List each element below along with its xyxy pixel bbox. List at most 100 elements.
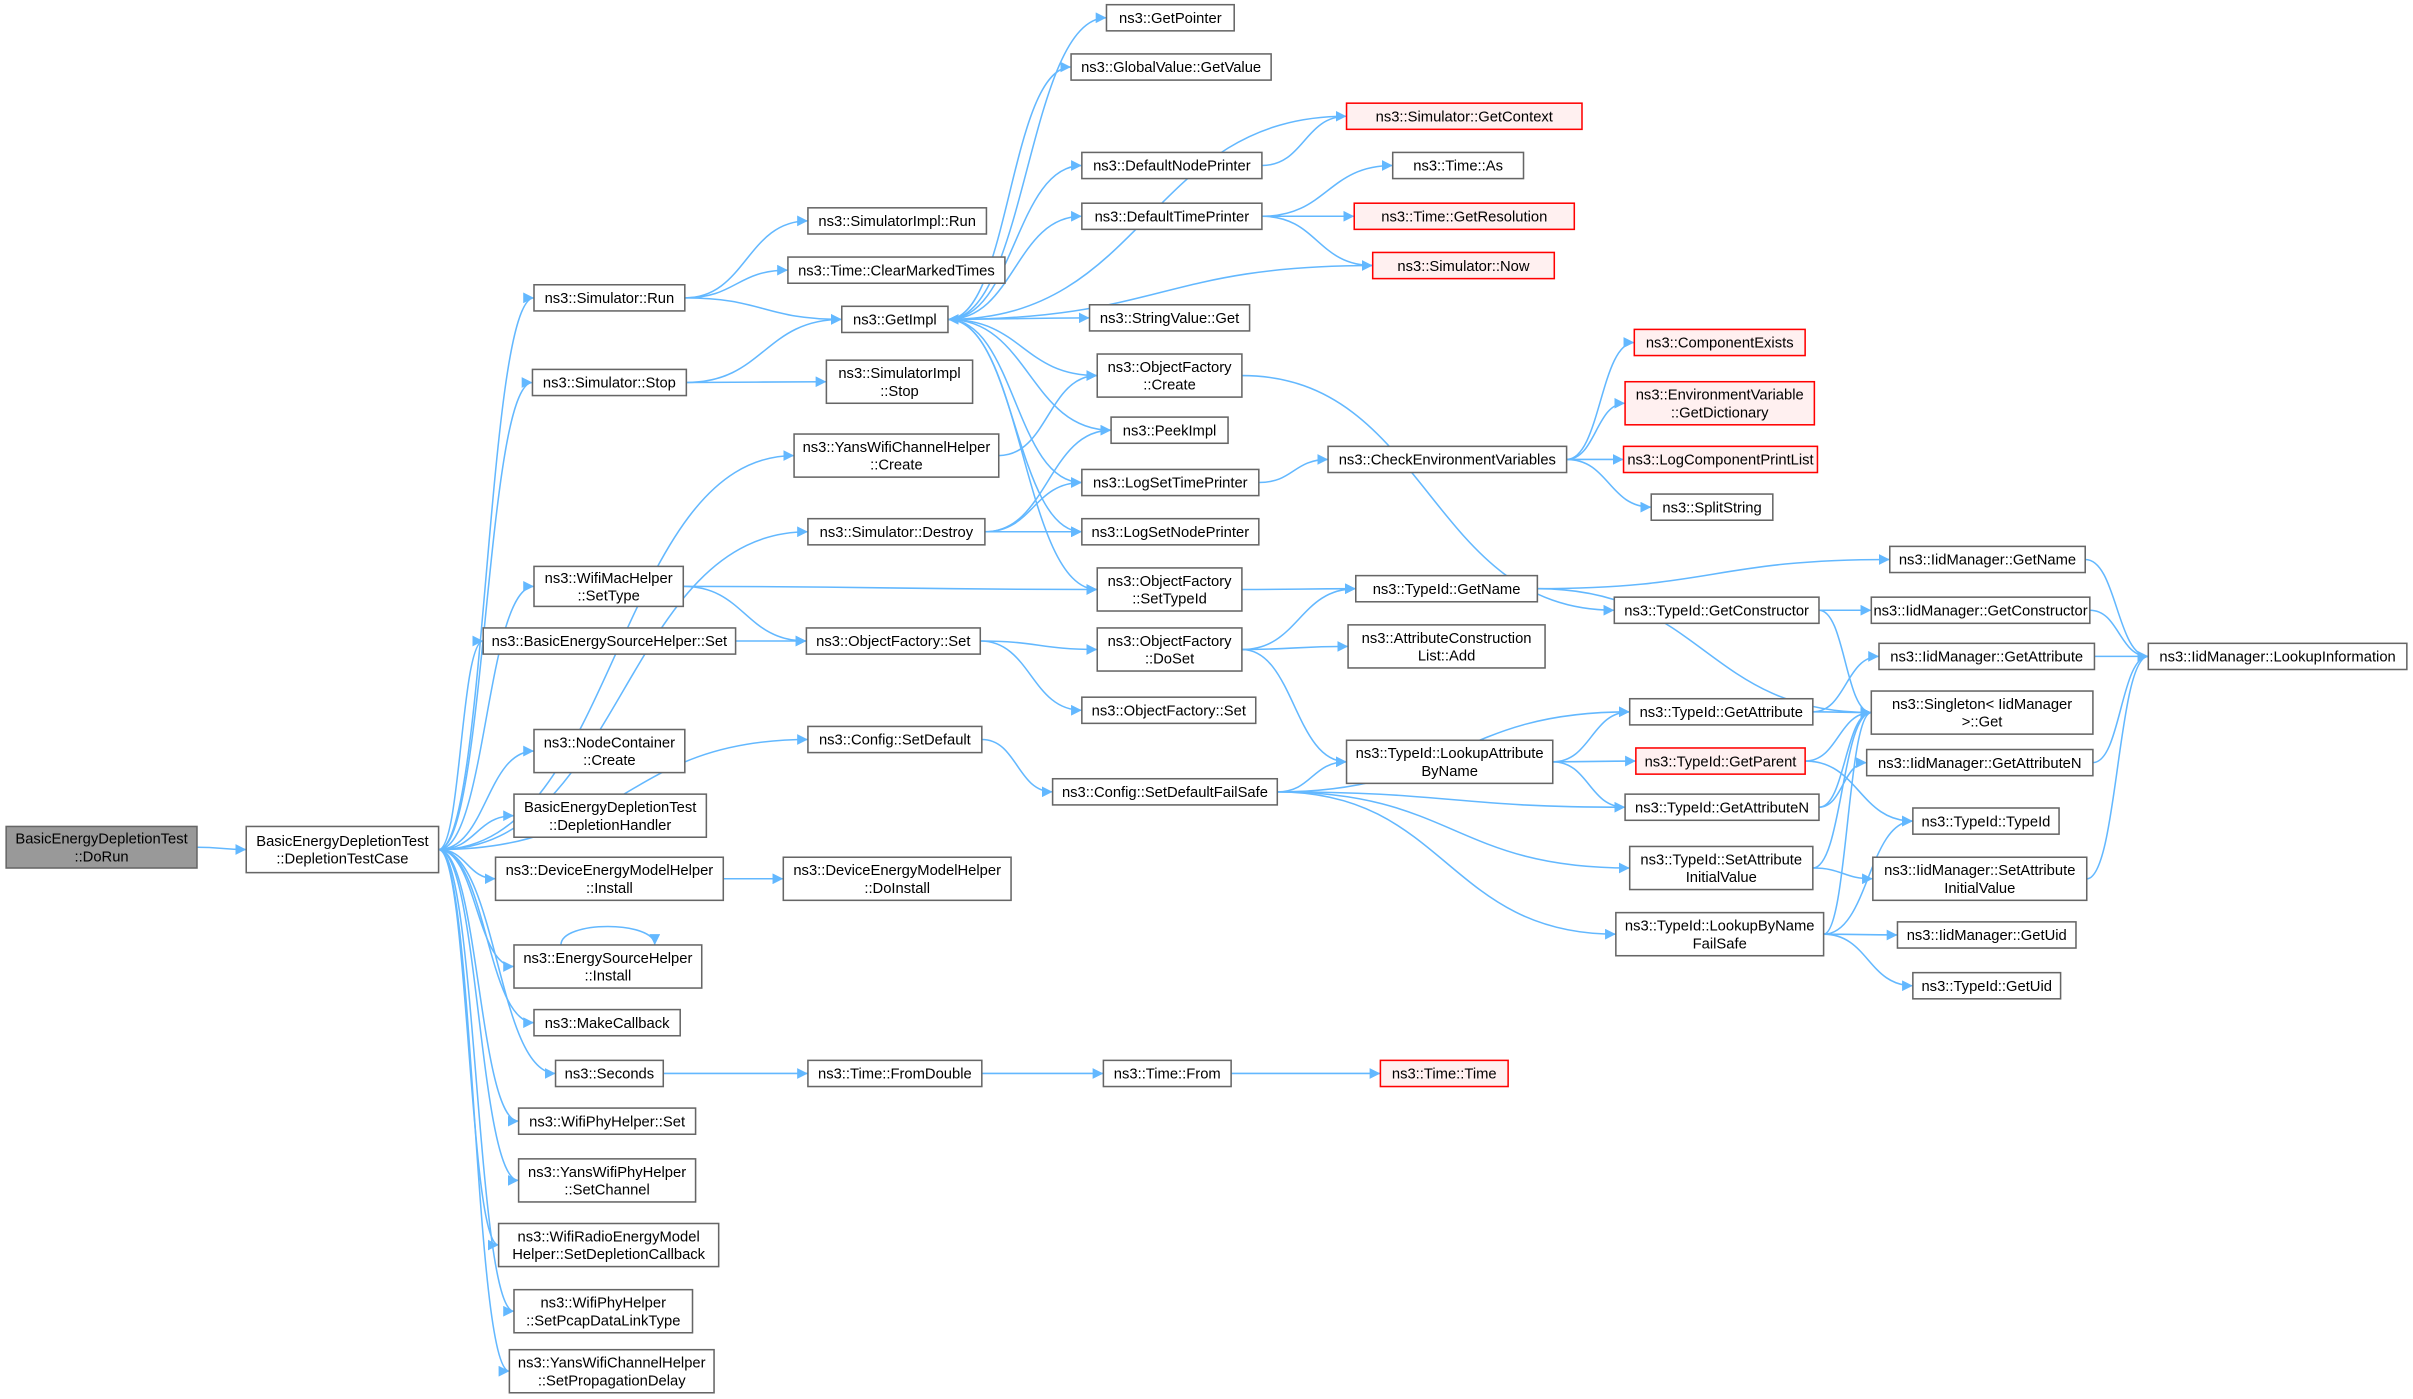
node-iid-get-uid[interactable]: ns3::IidManager::GetUid	[1896, 921, 2077, 949]
node-sim-stop[interactable]: ns3::Simulator::Stop	[531, 368, 688, 397]
node-check-env[interactable]: ns3::CheckEnvironmentVariables	[1327, 445, 1568, 474]
node-default-node-printer[interactable]: ns3::DefaultNodePrinter	[1081, 151, 1263, 180]
node-type-id-get-name[interactable]: ns3::TypeId::GetName	[1355, 574, 1539, 603]
node-label: ns3::IidManager::SetAttribute	[1884, 863, 2075, 879]
node-dtc[interactable]: BasicEnergyDepletionTest::DepletionTestC…	[245, 825, 440, 874]
node-sim-run[interactable]: ns3::Simulator::Run	[533, 283, 686, 312]
call-edge-ofcreate-to-type-id-get-constructor	[1241, 374, 1615, 616]
node-from-double[interactable]: ns3::Time::FromDouble	[807, 1059, 983, 1088]
node-type-id-get-constructor[interactable]: ns3::TypeId::GetConstructor	[1613, 596, 1820, 625]
node-gvget-value[interactable]: ns3::GlobalValue::GetValue	[1070, 53, 1272, 81]
node-box	[1081, 202, 1263, 231]
node-lookup-information[interactable]: ns3::IidManager::LookupInformation	[2147, 642, 2408, 671]
node-box	[1070, 53, 1272, 81]
node-log-set-node-printer[interactable]: ns3::LogSetNodePrinter	[1081, 517, 1260, 546]
node-sim-destroy[interactable]: ns3::Simulator::Destroy	[807, 517, 986, 546]
node-get-dictionary[interactable]: ns3::EnvironmentVariable::GetDictionary	[1624, 380, 1816, 426]
node-set-prop-delay[interactable]: ns3::YansWifiChannelHelper::SetPropagati…	[508, 1348, 715, 1394]
node-box	[1865, 748, 2094, 777]
node-get-pointer[interactable]: ns3::GetPointer	[1105, 3, 1235, 32]
node-ofset[interactable]: ns3::ObjectFactory::Set	[805, 627, 982, 655]
node-time-time[interactable]: ns3::Time::Time	[1379, 1059, 1509, 1088]
node-sim-now[interactable]: ns3::Simulator::Now	[1371, 251, 1556, 280]
node-get-resolution[interactable]: ns3::Time::GetResolution	[1353, 202, 1576, 231]
node-sim-impl-stop[interactable]: ns3::SimulatorImpl::Stop	[825, 359, 974, 405]
node-type-id-get-uid[interactable]: ns3::TypeId::GetUid	[1912, 971, 2062, 1000]
node-box	[807, 725, 983, 754]
node-node-container-create[interactable]: ns3::NodeContainer::Create	[533, 728, 686, 774]
node-do-run[interactable]: BasicEnergyDepletionTest::DoRun	[5, 825, 198, 869]
node-eshinstall[interactable]: ns3::EnergySourceHelper::Install	[513, 944, 703, 989]
node-component-exists[interactable]: ns3::ComponentExists	[1633, 328, 1806, 357]
node-depletion-handler[interactable]: BasicEnergyDepletionTest::DepletionHandl…	[513, 793, 708, 839]
node-get-parent[interactable]: ns3::TypeId::GetParent	[1635, 747, 1806, 775]
node-label: ns3::DefaultTimePrinter	[1095, 210, 1250, 226]
nodes-layer: BasicEnergyDepletionTest::DoRun BasicEner…	[5, 3, 2408, 1394]
node-get-impl[interactable]: ns3::GetImpl	[841, 305, 949, 334]
node-set-pcap[interactable]: ns3::WifiPhyHelper::SetPcapDataLinkType	[513, 1288, 694, 1334]
node-iid-set-attr-init-val[interactable]: ns3::IidManager::SetAttributeInitialValu…	[1872, 856, 2088, 902]
node-log-component-print-list[interactable]: ns3::LogComponentPrintList	[1622, 445, 1819, 474]
node-yans-set-channel[interactable]: ns3::YansWifiPhyHelper::SetChannel	[517, 1158, 697, 1203]
call-edge-iid-set-attr-init-val-to-lookup-information	[2086, 651, 2149, 880]
node-time-from[interactable]: ns3::Time::From	[1102, 1059, 1232, 1088]
call-edge-default-node-printer-to-get-context	[1261, 110, 1347, 167]
node-ofcreate[interactable]: ns3::ObjectFactory::Create	[1096, 353, 1243, 398]
call-edge-sim-run-to-clear-marked-times	[684, 264, 788, 299]
node-clear-marked-times[interactable]: ns3::Time::ClearMarkedTimes	[787, 256, 1006, 284]
node-wifi-mac-set-type[interactable]: ns3::WifiMacHelper::SetType	[533, 565, 685, 608]
node-do-install[interactable]: ns3::DeviceEnergyModelHelper::DoInstall	[782, 856, 1012, 902]
node-set-default-fail-safe[interactable]: ns3::Config::SetDefaultFailSafe	[1051, 777, 1279, 806]
call-edge-dtc-to-sim-run	[438, 292, 535, 851]
node-label: FailSafe	[1693, 936, 1747, 952]
node-yans-ch-create[interactable]: ns3::YansWifiChannelHelper::Create	[793, 433, 1000, 478]
call-edge-dtc-to-node-container-create	[438, 745, 535, 851]
call-edge-sim-destroy-to-log-set-time-printer	[984, 477, 1082, 533]
node-wifi-radio[interactable]: ns3::WifiRadioEnergyModelHelper::SetDepl…	[497, 1222, 720, 1268]
node-box	[1327, 445, 1568, 474]
node-singleton-get[interactable]: ns3::Singleton< IidManager>::Get	[1870, 690, 2094, 735]
node-string-value-get[interactable]: ns3::StringValue::Get	[1088, 304, 1251, 332]
node-label: ns3::ObjectFactory::Set	[1092, 704, 1246, 720]
node-type-id-type-id[interactable]: ns3::TypeId::TypeId	[1912, 807, 2060, 835]
node-iid-get-constructor[interactable]: ns3::IidManager::GetConstructor	[1870, 596, 2091, 625]
node-beshset[interactable]: ns3::BasicEnergySourceHelper::Set	[482, 627, 737, 655]
node-type-id-get-attribute[interactable]: ns3::TypeId::GetAttribute	[1628, 697, 1814, 726]
node-split-string[interactable]: ns3::SplitString	[1650, 493, 1774, 521]
node-iid-get-name[interactable]: ns3::IidManager::GetName	[1889, 545, 2086, 574]
node-box	[533, 283, 686, 312]
node-ofset-type-id[interactable]: ns3::ObjectFactory::SetTypeId	[1096, 567, 1243, 612]
node-label: ns3::Time::GetResolution	[1381, 210, 1547, 226]
node-peek-impl[interactable]: ns3::PeekImpl	[1110, 416, 1229, 445]
node-seconds[interactable]: ns3::Seconds	[554, 1059, 665, 1088]
node-label: ns3::ObjectFactory::Set	[816, 634, 970, 650]
node-box	[1624, 380, 1816, 426]
node-label: ns3::TypeId::SetAttribute	[1640, 852, 1802, 868]
node-wifi-phy-set[interactable]: ns3::WifiPhyHelper::Set	[517, 1107, 697, 1136]
call-edge-sim-stop-to-sim-impl-stop	[686, 376, 827, 388]
node-box	[1347, 624, 1546, 669]
node-get-attribute-n[interactable]: ns3::TypeId::GetAttributeN	[1624, 793, 1820, 822]
node-sim-impl-run[interactable]: ns3::SimulatorImpl::Run	[807, 207, 988, 235]
call-edge-ofdo-set-to-lookup-attr-by-name	[1241, 648, 1347, 768]
node-ofset2[interactable]: ns3::ObjectFactory::Set	[1081, 696, 1257, 725]
node-label: ns3::YansWifiChannelHelper	[518, 1356, 706, 1372]
node-ofdo-set[interactable]: ns3::ObjectFactory::DoSet	[1096, 627, 1243, 672]
node-get-context[interactable]: ns3::Simulator::GetContext	[1345, 102, 1583, 131]
node-label: ns3::LogComponentPrintList	[1627, 453, 1813, 469]
node-iid-get-attribute-n[interactable]: ns3::IidManager::GetAttributeN	[1865, 748, 2094, 777]
node-iid-get-attribute[interactable]: ns3::IidManager::GetAttribute	[1878, 642, 2096, 671]
node-make-callback[interactable]: ns3::MakeCallback	[533, 1008, 681, 1037]
node-label: ns3::YansWifiPhyHelper	[528, 1165, 686, 1181]
node-config-set-default[interactable]: ns3::Config::SetDefault	[807, 725, 983, 754]
node-default-time-printer[interactable]: ns3::DefaultTimePrinter	[1081, 202, 1263, 231]
node-log-set-time-printer[interactable]: ns3::LogSetTimePrinter	[1081, 468, 1260, 497]
node-time-as[interactable]: ns3::Time::As	[1391, 151, 1525, 180]
call-edge-wifi-mac-set-type-to-ofset	[683, 585, 807, 647]
call-edge-dtc-to-sim-destroy	[438, 526, 808, 851]
node-demhinstall[interactable]: ns3::DeviceEnergyModelHelper::Install	[494, 856, 725, 902]
